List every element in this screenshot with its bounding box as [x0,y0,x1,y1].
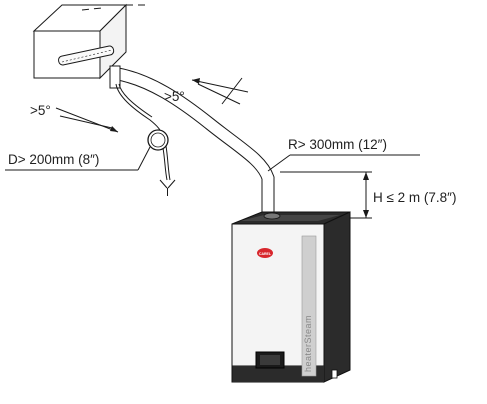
radius-label: R> 300mm (12″) [288,137,387,152]
height-dimension [280,171,372,219]
air-duct [32,3,146,80]
slope-indicator-left [55,107,119,133]
diameter-callout [5,146,151,171]
brand-logo [257,248,273,258]
slope-label-right: >5° [164,89,185,104]
slope-indicator-right [191,77,249,105]
logo-text: CAREL [259,252,272,256]
duct-flange [109,65,121,89]
slope-label-left: >5° [30,103,51,118]
humidifier-unit [231,211,351,383]
device-brand-label: heaterSteam [303,315,313,372]
diameter-label: D> 200mm (8″) [8,152,99,167]
condensate-drain [115,83,176,196]
height-label: H ≤ 2 m (7.8″) [373,190,456,205]
radius-callout [267,154,420,172]
side-strip [301,235,317,377]
distributor-pipe [58,45,115,66]
steam-hose [111,67,275,225]
